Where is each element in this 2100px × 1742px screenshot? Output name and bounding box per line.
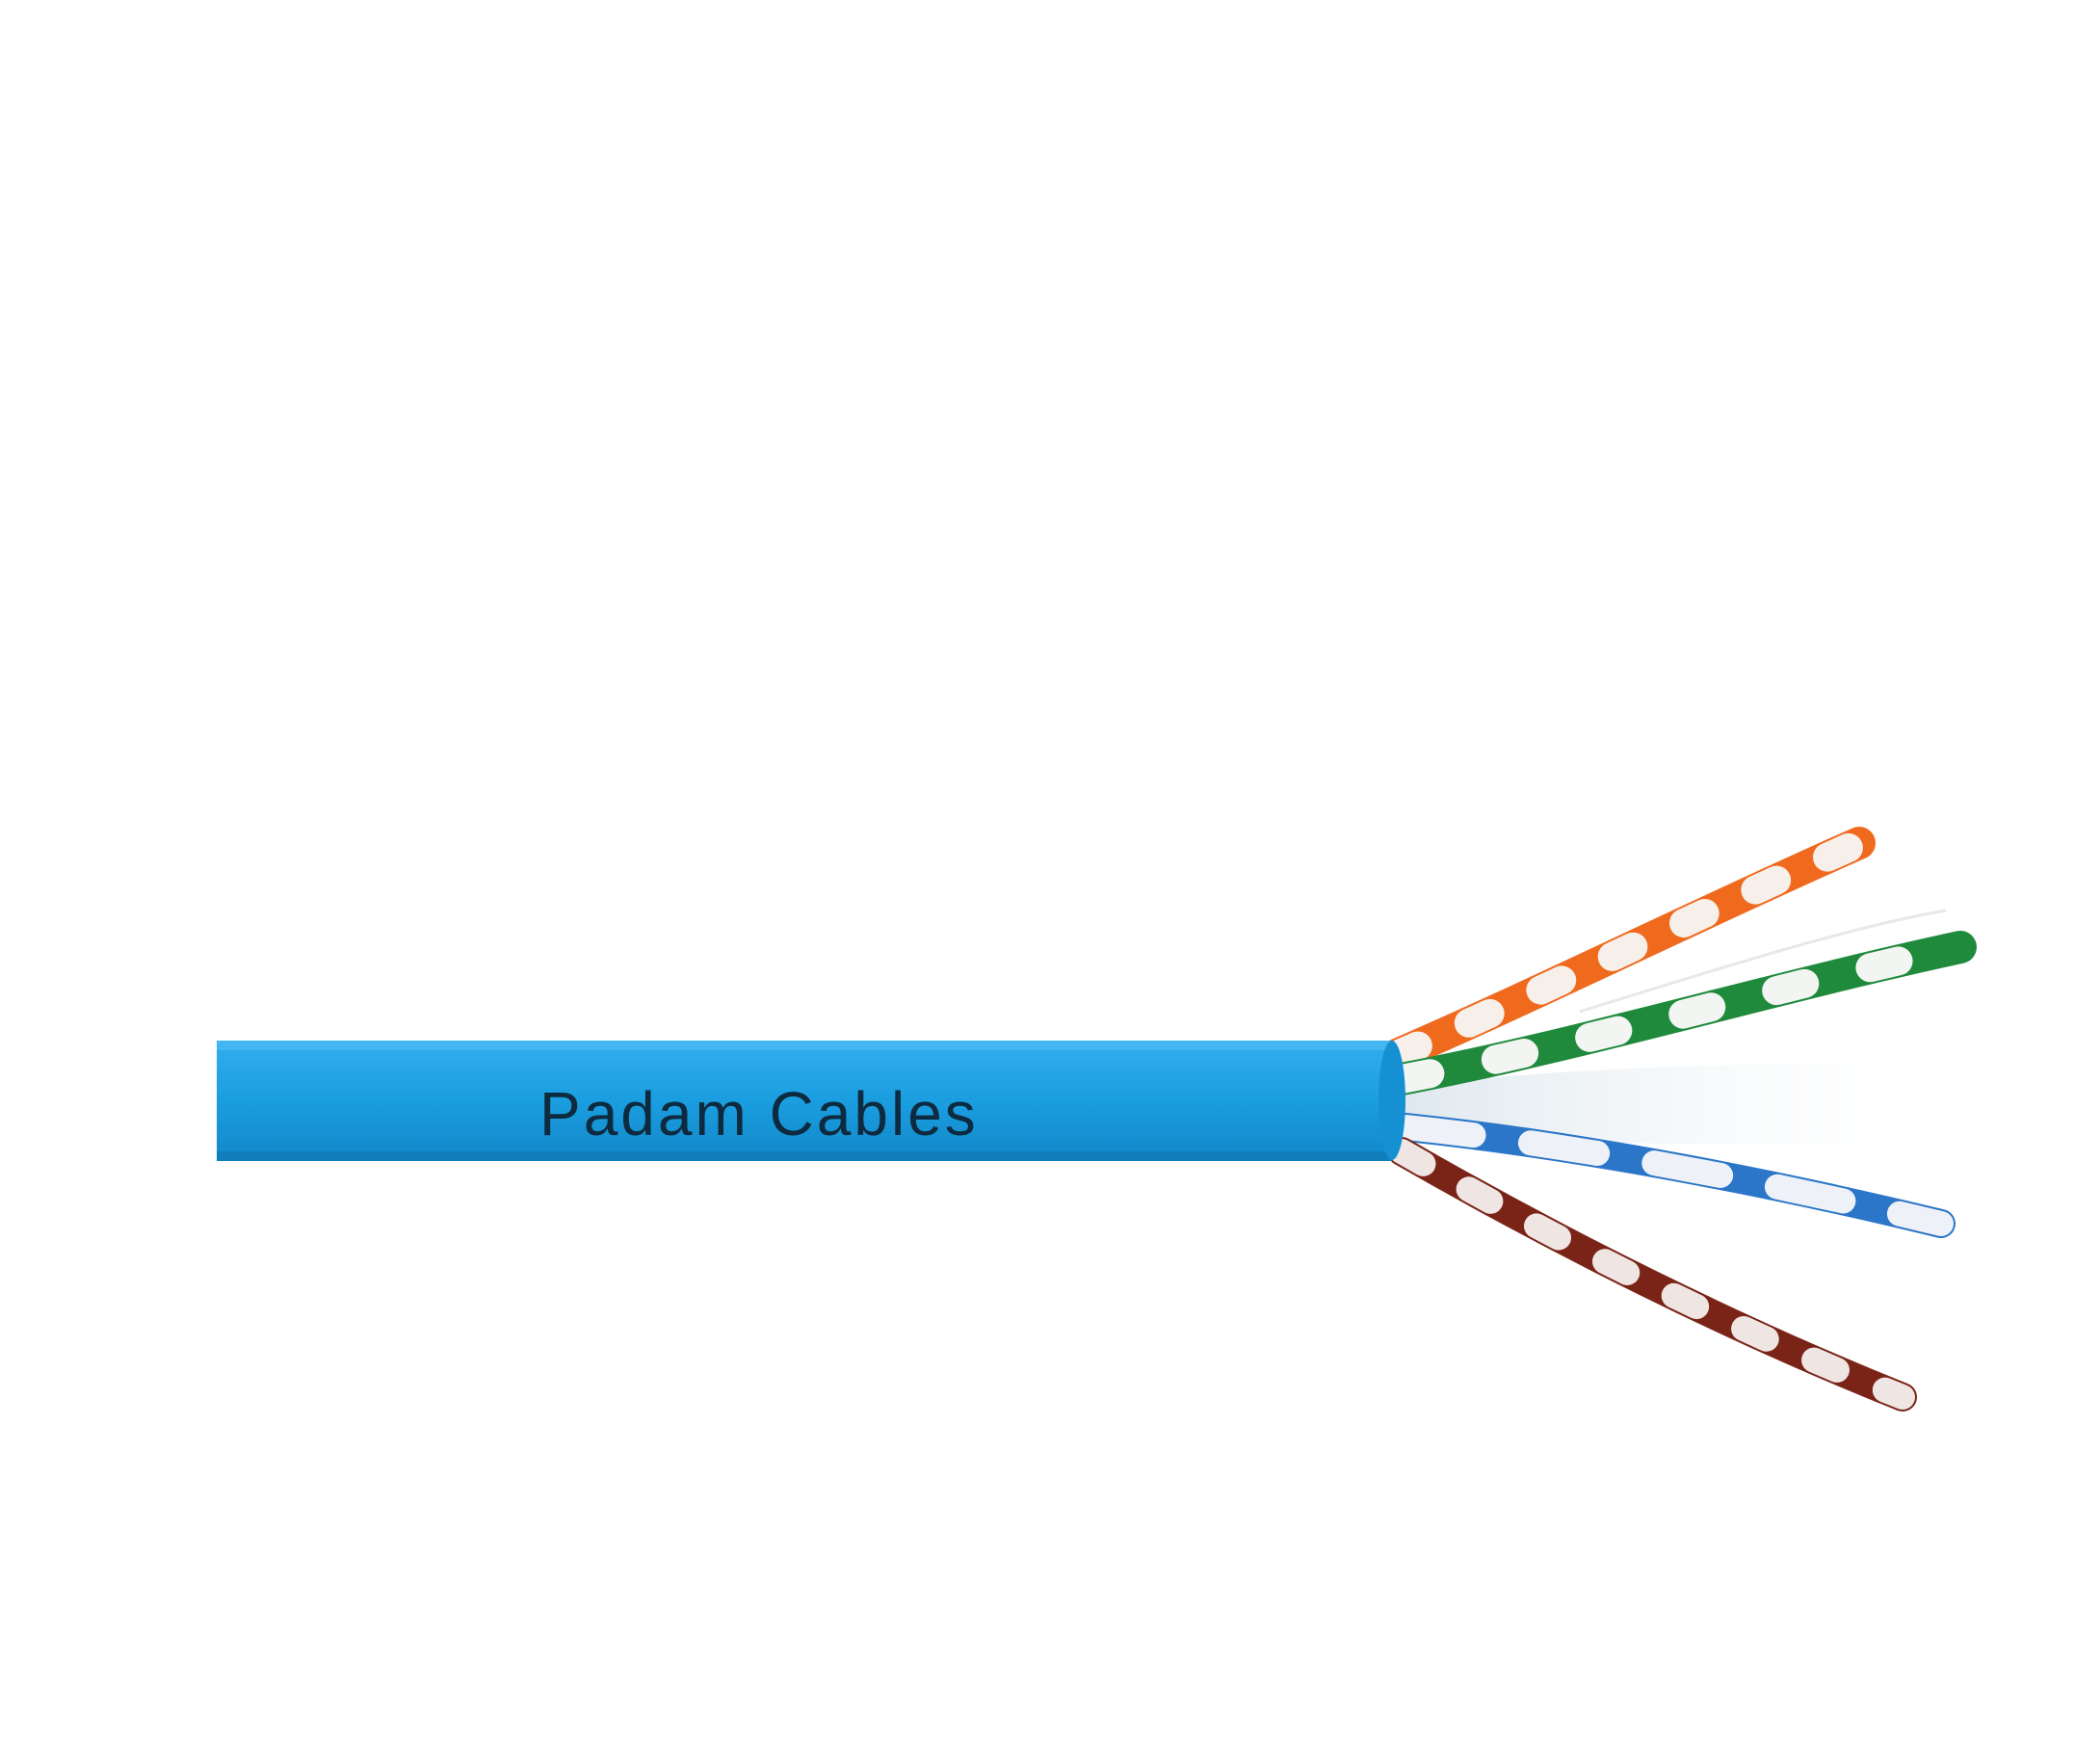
cable-core-filler — [1387, 1063, 1994, 1145]
twisted-pairs — [1380, 827, 1977, 1412]
ripcord — [1579, 909, 1947, 1014]
brown-pair — [1387, 1137, 1917, 1412]
orange-pair — [1380, 827, 1876, 1071]
blue-pair — [1392, 1113, 1956, 1238]
brand-label: Padam Cables — [539, 1079, 979, 1148]
green-pair — [1385, 931, 1977, 1095]
cable-jacket: Padam Cables — [217, 1041, 1405, 1161]
